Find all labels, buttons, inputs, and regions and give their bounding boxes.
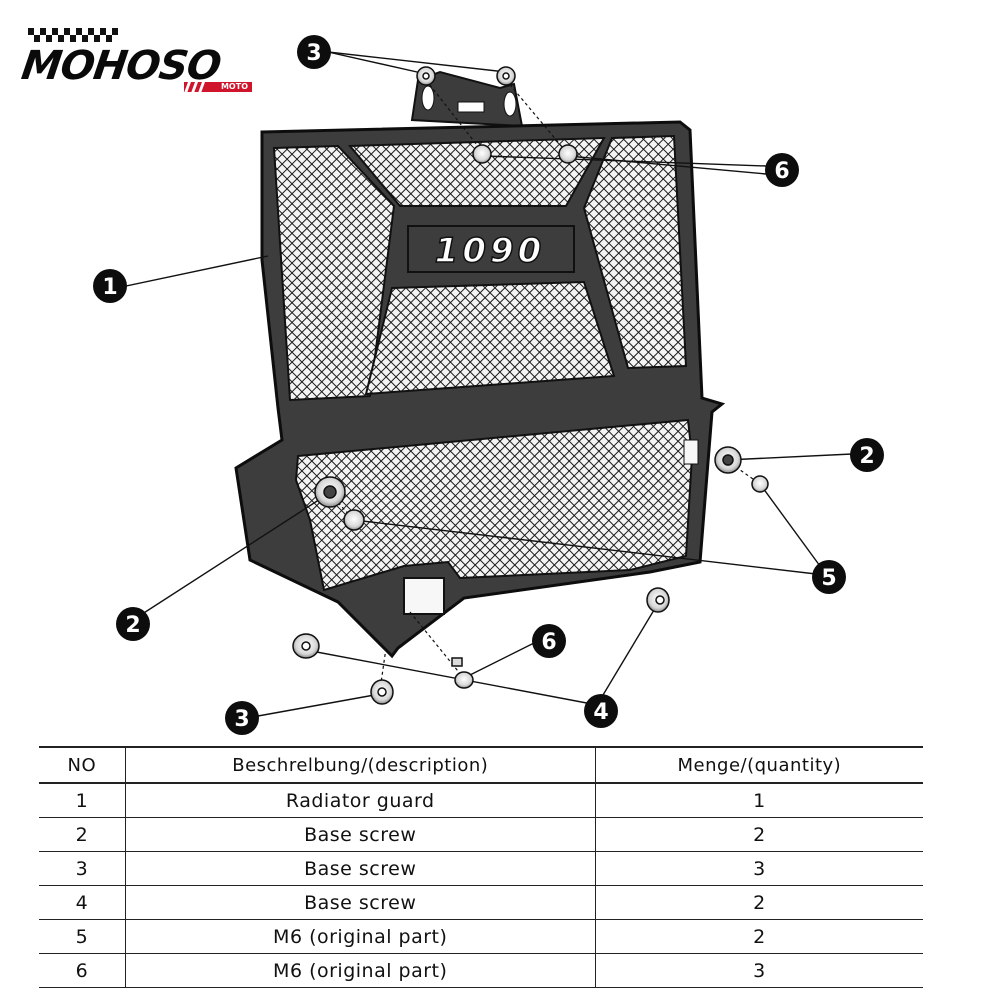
header-description: Beschrelbung/(description) [125,746,596,784]
callout-6-bottom: 6 [532,624,566,658]
row-no: 2 [39,817,126,852]
screw-icon [558,144,578,164]
row-description: Base screw [125,885,596,920]
row-quantity: 2 [595,817,923,852]
svg-text:2: 2 [859,444,874,469]
hardware [292,66,769,705]
row-quantity: 3 [595,851,923,886]
svg-text:1: 1 [102,275,117,300]
table-row: 4 Base screw 2 [39,885,923,920]
brand-stripes [184,82,205,92]
callout-2-left: 2 [116,607,150,641]
callout-2-right: 2 [850,438,884,472]
screw-icon [454,671,474,689]
callout-6-top: 6 [765,153,799,187]
product-badge: 1090 [435,231,546,271]
row-description: Radiator guard [125,783,596,818]
row-no: 5 [39,919,126,954]
row-no: 4 [39,885,126,920]
table-row: 5 M6 (original part) 2 [39,919,923,954]
row-quantity: 2 [595,919,923,954]
svg-text:4: 4 [593,700,608,725]
row-quantity: 1 [595,783,923,818]
radiator-guard: 1090 [234,120,726,659]
row-quantity: 2 [595,885,923,920]
callout-3-top: 3 [297,35,331,69]
svg-text:2: 2 [125,613,140,638]
callout-1: 1 [93,269,127,303]
svg-text:6: 6 [541,630,556,655]
svg-text:3: 3 [234,707,249,732]
brand-tag: MOTO [184,82,252,92]
callout-5: 5 [812,560,846,594]
callout-3-bottom: 3 [225,701,259,735]
svg-text:6: 6 [774,159,789,184]
row-quantity: 3 [595,953,923,988]
row-no: 6 [39,953,126,988]
table-row: 6 M6 (original part) 3 [39,953,923,988]
row-description: Base screw [125,851,596,886]
screw-icon [472,144,492,164]
callouts: 3 6 1 2 5 2 6 4 3 [93,35,884,735]
table-header-row: NO Beschrelbung/(description) Menge/(qua… [39,746,923,784]
row-no: 3 [39,851,126,886]
table-row: 2 Base screw 2 [39,817,923,852]
svg-text:3: 3 [306,41,321,66]
row-description: M6 (original part) [125,953,596,988]
checkered-flag-icon [28,28,118,42]
brand-logo: MOHOSO MOTO [19,26,252,96]
table-row: 1 Radiator guard 1 [39,783,923,818]
row-no: 1 [39,783,126,818]
parts-table: NO Beschrelbung/(description) Menge/(qua… [39,746,923,988]
header-quantity: Menge/(quantity) [595,746,923,784]
callout-4: 4 [584,694,618,728]
screw-icon [343,509,365,531]
parts-diagram: 1090 [93,35,884,735]
svg-text:5: 5 [821,566,836,591]
row-description: Base screw [125,817,596,852]
row-description: M6 (original part) [125,919,596,954]
screw-icon [751,475,769,493]
leader-lines [125,51,853,717]
header-no: NO [39,746,126,784]
table-row: 3 Base screw 3 [39,851,923,886]
